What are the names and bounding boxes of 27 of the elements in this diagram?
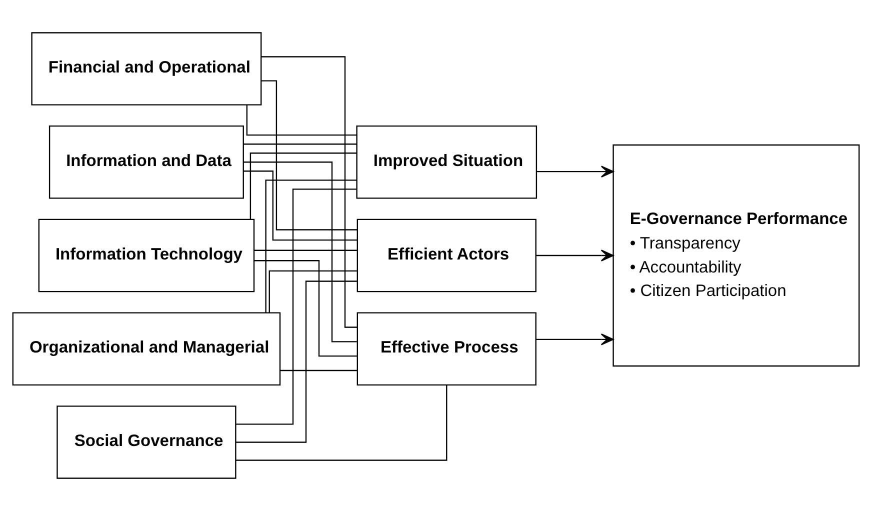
node-box: Organizational and Managerial [12,312,281,386]
connector [246,105,357,136]
connector [268,270,357,313]
connector [236,280,358,443]
connector [280,370,357,372]
node-box: E-Governance Performance • Transparency • Accountability • Citizen Participation [612,144,860,367]
arrow [536,250,614,262]
node-box: Information and Data [48,126,244,199]
arrow [536,166,614,178]
arrow [536,334,614,346]
connector [244,170,358,241]
node-box: Improved Situation [356,126,538,199]
node-box: Information Technology [38,218,255,292]
node-box: Efficient Actors [356,218,536,292]
connector [236,188,356,425]
node-box: Social Governance [56,406,236,479]
connector [250,152,357,220]
connector [244,162,357,342]
connector [254,260,358,357]
node-box: Effective Process [356,312,536,386]
connector [261,56,358,328]
connector [244,144,357,145]
connector [262,80,358,230]
connector [265,180,357,313]
connector [254,250,357,251]
node-box: Financial and Operational [31,32,262,106]
connector [236,385,448,461]
